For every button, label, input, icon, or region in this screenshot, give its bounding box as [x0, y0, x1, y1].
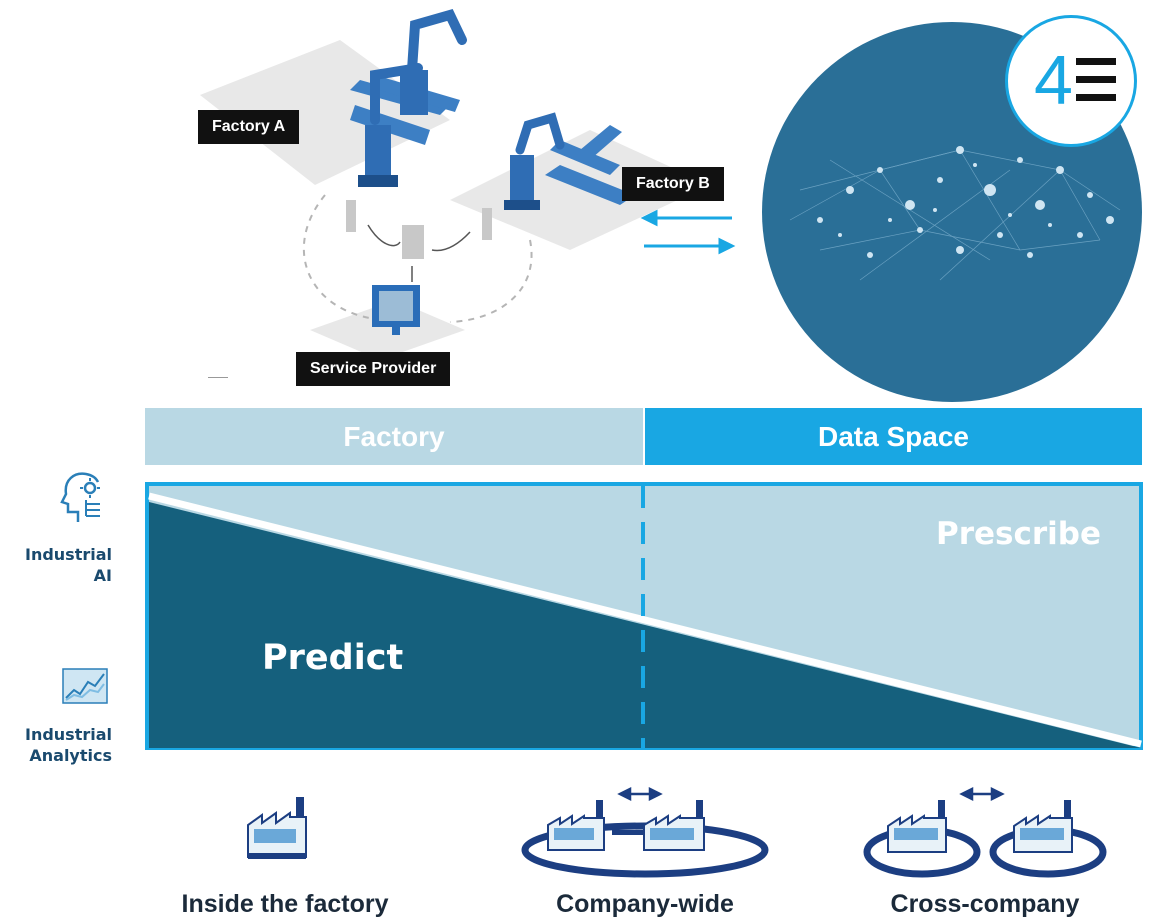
scope-cross-company: Cross-company — [890, 890, 1080, 918]
data-flow-right — [449, 239, 533, 323]
exchange-arrows — [640, 209, 736, 255]
data-space-band: Data Space — [645, 408, 1142, 465]
divider-line — [208, 377, 228, 378]
factory-b-conveyors — [545, 125, 635, 205]
scope-inside-factory: Inside the factory — [181, 890, 389, 918]
brand-logo: 4 — [1005, 15, 1137, 147]
ai-head-icon — [60, 472, 100, 522]
service-provider-floor — [310, 300, 465, 360]
predict-prescribe-diagram — [145, 482, 1143, 750]
data-flow-left — [302, 194, 386, 321]
single-factory-icon — [247, 797, 307, 859]
factory-a-label: Factory A — [198, 110, 300, 144]
data-documents — [346, 200, 492, 259]
scope-company-wide: Company-wide — [556, 890, 734, 918]
prescribe-label: Prescribe — [936, 516, 1101, 552]
company-wide-icon — [521, 786, 769, 878]
service-provider-label: Service Provider — [296, 352, 451, 386]
cross-company-icon — [863, 786, 1107, 878]
diagonal-divider — [148, 492, 1142, 748]
industrial-analytics-label: Industrial Analytics — [24, 725, 112, 765]
factory-network-illustration — [200, 9, 736, 360]
factory-band: Factory — [145, 408, 643, 465]
factory-b-label: Factory B — [622, 167, 724, 201]
factory-b-floor — [450, 130, 710, 250]
monitor-icon — [372, 285, 420, 335]
logo-bars-icon — [1076, 58, 1116, 101]
predict-area — [149, 502, 1141, 748]
industrial-ai-label: Industrial AI — [24, 545, 112, 585]
predict-label: Predict — [262, 638, 404, 678]
analytics-chart-icon — [62, 668, 108, 704]
logo-number: 4 — [1034, 41, 1073, 119]
